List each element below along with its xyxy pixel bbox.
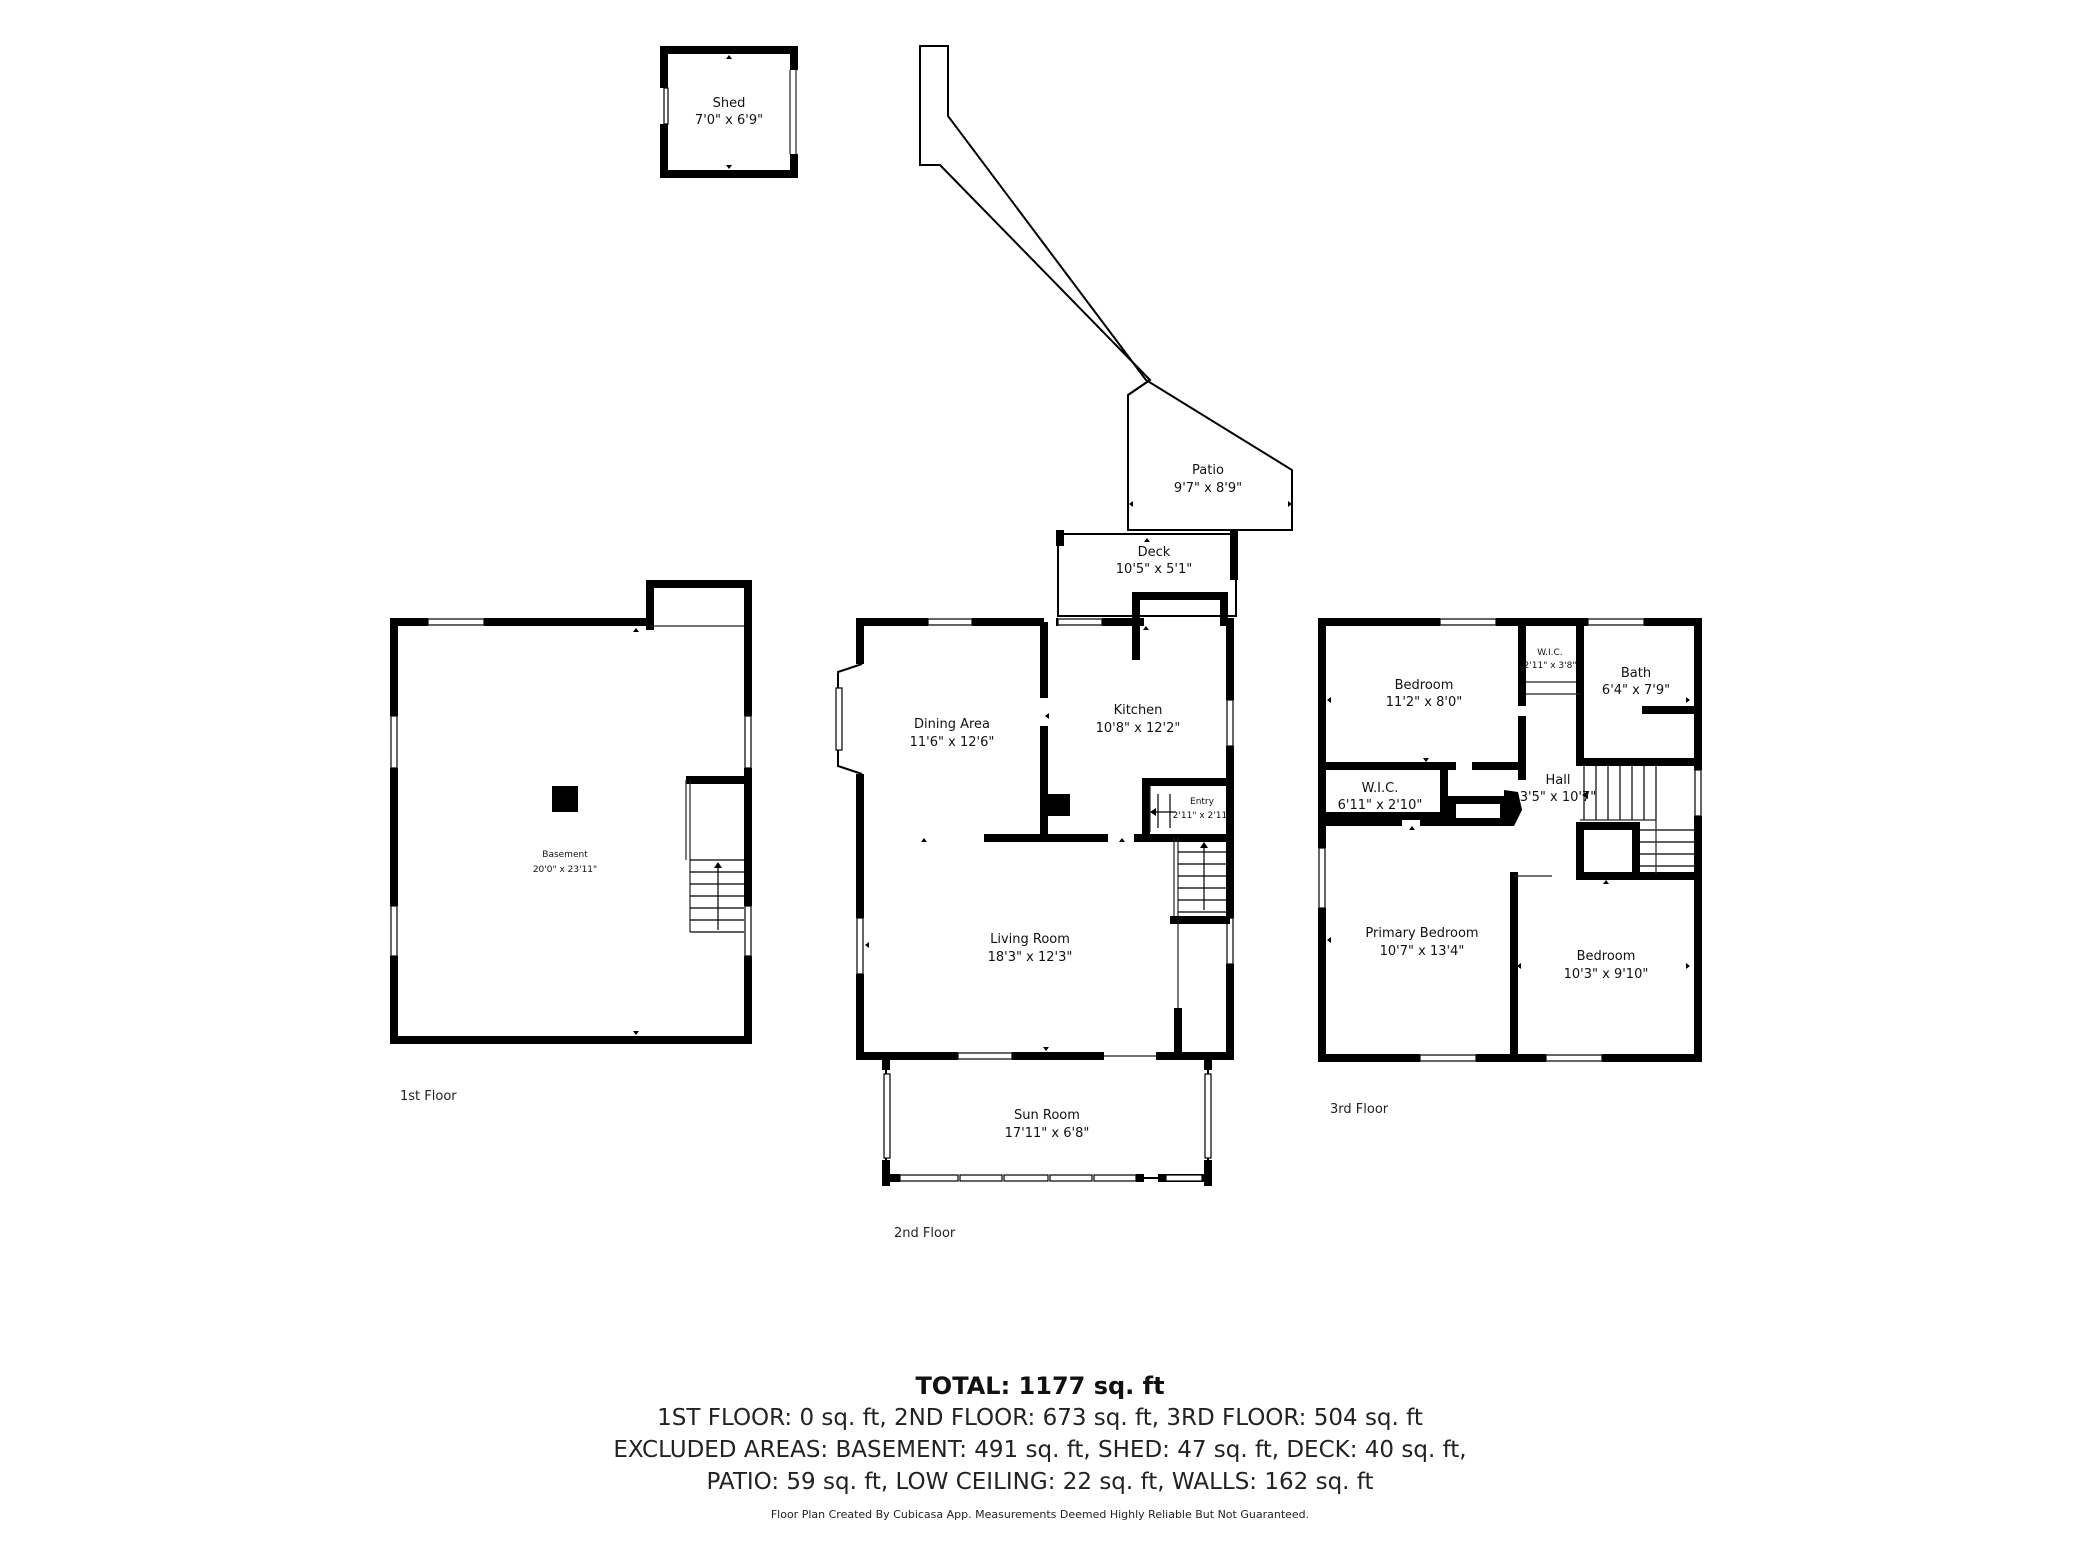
total-area: TOTAL: 1177 sq. ft [915,1372,1165,1400]
sunroom-dim: 17'11" x 6'8" [1005,1126,1090,1141]
deck-outline [1056,530,1238,617]
entry-label: Entry [1190,797,1215,807]
primary-bedroom-dim: 10'7" x 13'4" [1380,944,1465,959]
wic-dim: 6'11" x 2'10" [1338,798,1423,813]
kitchen-label: Kitchen [1114,703,1163,718]
excluded-areas-line-2: PATIO: 59 sq. ft, LOW CEILING: 22 sq. ft… [706,1469,1374,1495]
living-label: Living Room [990,932,1070,947]
patio-outline [919,45,1293,531]
second-floor-label: 2nd Floor [894,1226,956,1241]
wic-small-dim: 2'11" x 3'8" [1524,661,1577,671]
first-floor-label: 1st Floor [400,1089,457,1104]
kitchen-dim: 10'8" x 12'2" [1096,721,1181,736]
shed-structure [660,46,798,178]
basement-structure [389,580,753,1044]
deck-label: Deck [1138,545,1171,560]
living-dim: 18'3" x 12'3" [988,950,1073,965]
second-floor-structure [835,592,1235,1061]
shed-dim: 7'0" x 6'9" [695,113,763,128]
floor-areas-line: 1ST FLOOR: 0 sq. ft, 2ND FLOOR: 673 sq. … [657,1405,1423,1431]
sunroom-structure [882,1056,1212,1186]
wic-label: W.I.C. [1362,781,1399,796]
third-floor-label: 3rd Floor [1330,1102,1389,1117]
hall-label: Hall [1546,773,1571,788]
dining-label: Dining Area [914,717,990,732]
dining-dim: 11'6" x 12'6" [910,735,995,750]
third-floor-structure [1317,617,1703,1063]
entry-dim: 2'11" x 2'11" [1173,811,1232,821]
patio-dim: 9'7" x 8'9" [1174,481,1242,496]
bedroom-top-label: Bedroom [1395,678,1454,693]
basement-dim: 20'0" x 23'11" [533,865,597,875]
basement-label: Basement [542,850,588,860]
bedroom-bottom-dim: 10'3" x 9'10" [1564,967,1649,982]
excluded-areas-line: EXCLUDED AREAS: BASEMENT: 491 sq. ft, SH… [613,1437,1467,1463]
bath-label: Bath [1621,666,1651,681]
bath-dim: 6'4" x 7'9" [1602,683,1670,698]
hall-dim: 3'5" x 10'7" [1520,790,1596,805]
bedroom-bottom-label: Bedroom [1577,949,1636,964]
credit-note: Floor Plan Created By Cubicasa App. Meas… [770,1508,1310,1521]
patio-label: Patio [1192,463,1224,478]
deck-dim: 10'5" x 5'1" [1116,562,1192,577]
sunroom-label: Sun Room [1014,1108,1080,1123]
area-summary: TOTAL: 1177 sq. ft 1ST FLOOR: 0 sq. ft, … [0,1370,2080,1521]
shed-label: Shed [713,96,746,111]
wic-small-label: W.I.C. [1537,648,1562,658]
bedroom-top-dim: 11'2" x 8'0" [1386,695,1462,710]
primary-bedroom-label: Primary Bedroom [1365,926,1478,941]
